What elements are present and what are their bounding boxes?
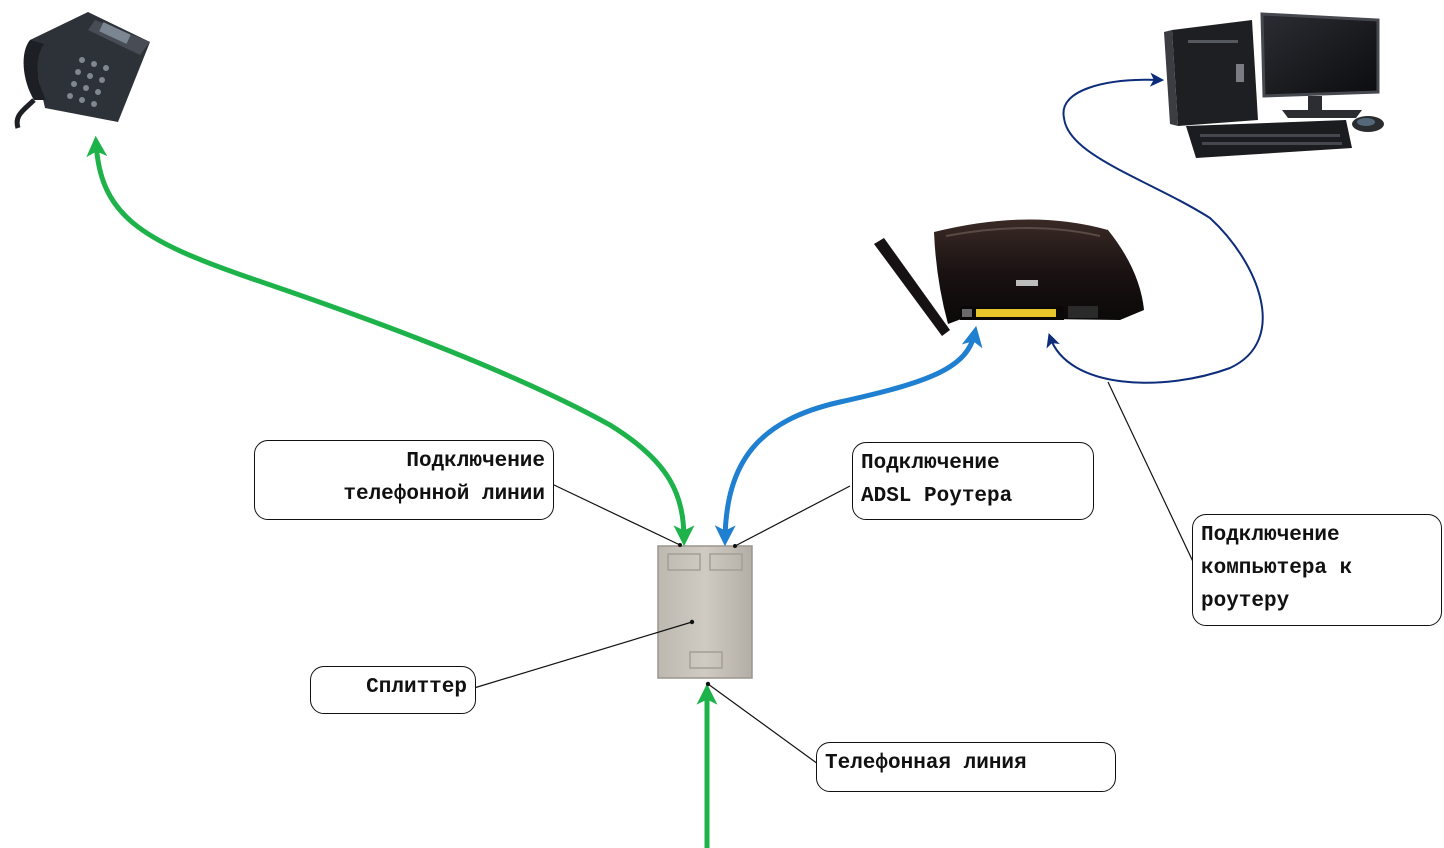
label-adsl-router-connection: Подключение ADSL Роутера [852,442,1094,520]
label-text: Сплиттер [366,676,467,699]
splitter-box-icon [657,545,753,679]
ip-phone-icon [14,12,150,129]
label-text: роутеру [1201,590,1290,613]
label-text: Телефонная линия [825,752,1027,775]
label-text: Подключение [406,450,545,473]
leader-points [678,543,737,687]
label-text: компьютера к [1201,557,1353,580]
leader-lines [473,381,1197,765]
label-splitter: Сплиттер [310,666,476,714]
ethernet-cable [1046,72,1264,384]
label-phone-line: Телефонная линия [816,742,1116,792]
adsl-cable [714,325,983,547]
label-computer-to-router: Подключение компьютера к роутеру [1192,514,1442,626]
desktop-computer-icon [1164,12,1384,158]
phone-cable [86,135,695,547]
label-text: Подключение [1201,524,1340,547]
label-text: телефонной линии [343,483,545,506]
label-text: Подключение [861,452,1000,475]
label-phone-line-connection: Подключение телефонной линии [254,440,554,520]
adsl-router-icon [874,219,1144,336]
label-text: ADSL Роутера [861,485,1013,508]
